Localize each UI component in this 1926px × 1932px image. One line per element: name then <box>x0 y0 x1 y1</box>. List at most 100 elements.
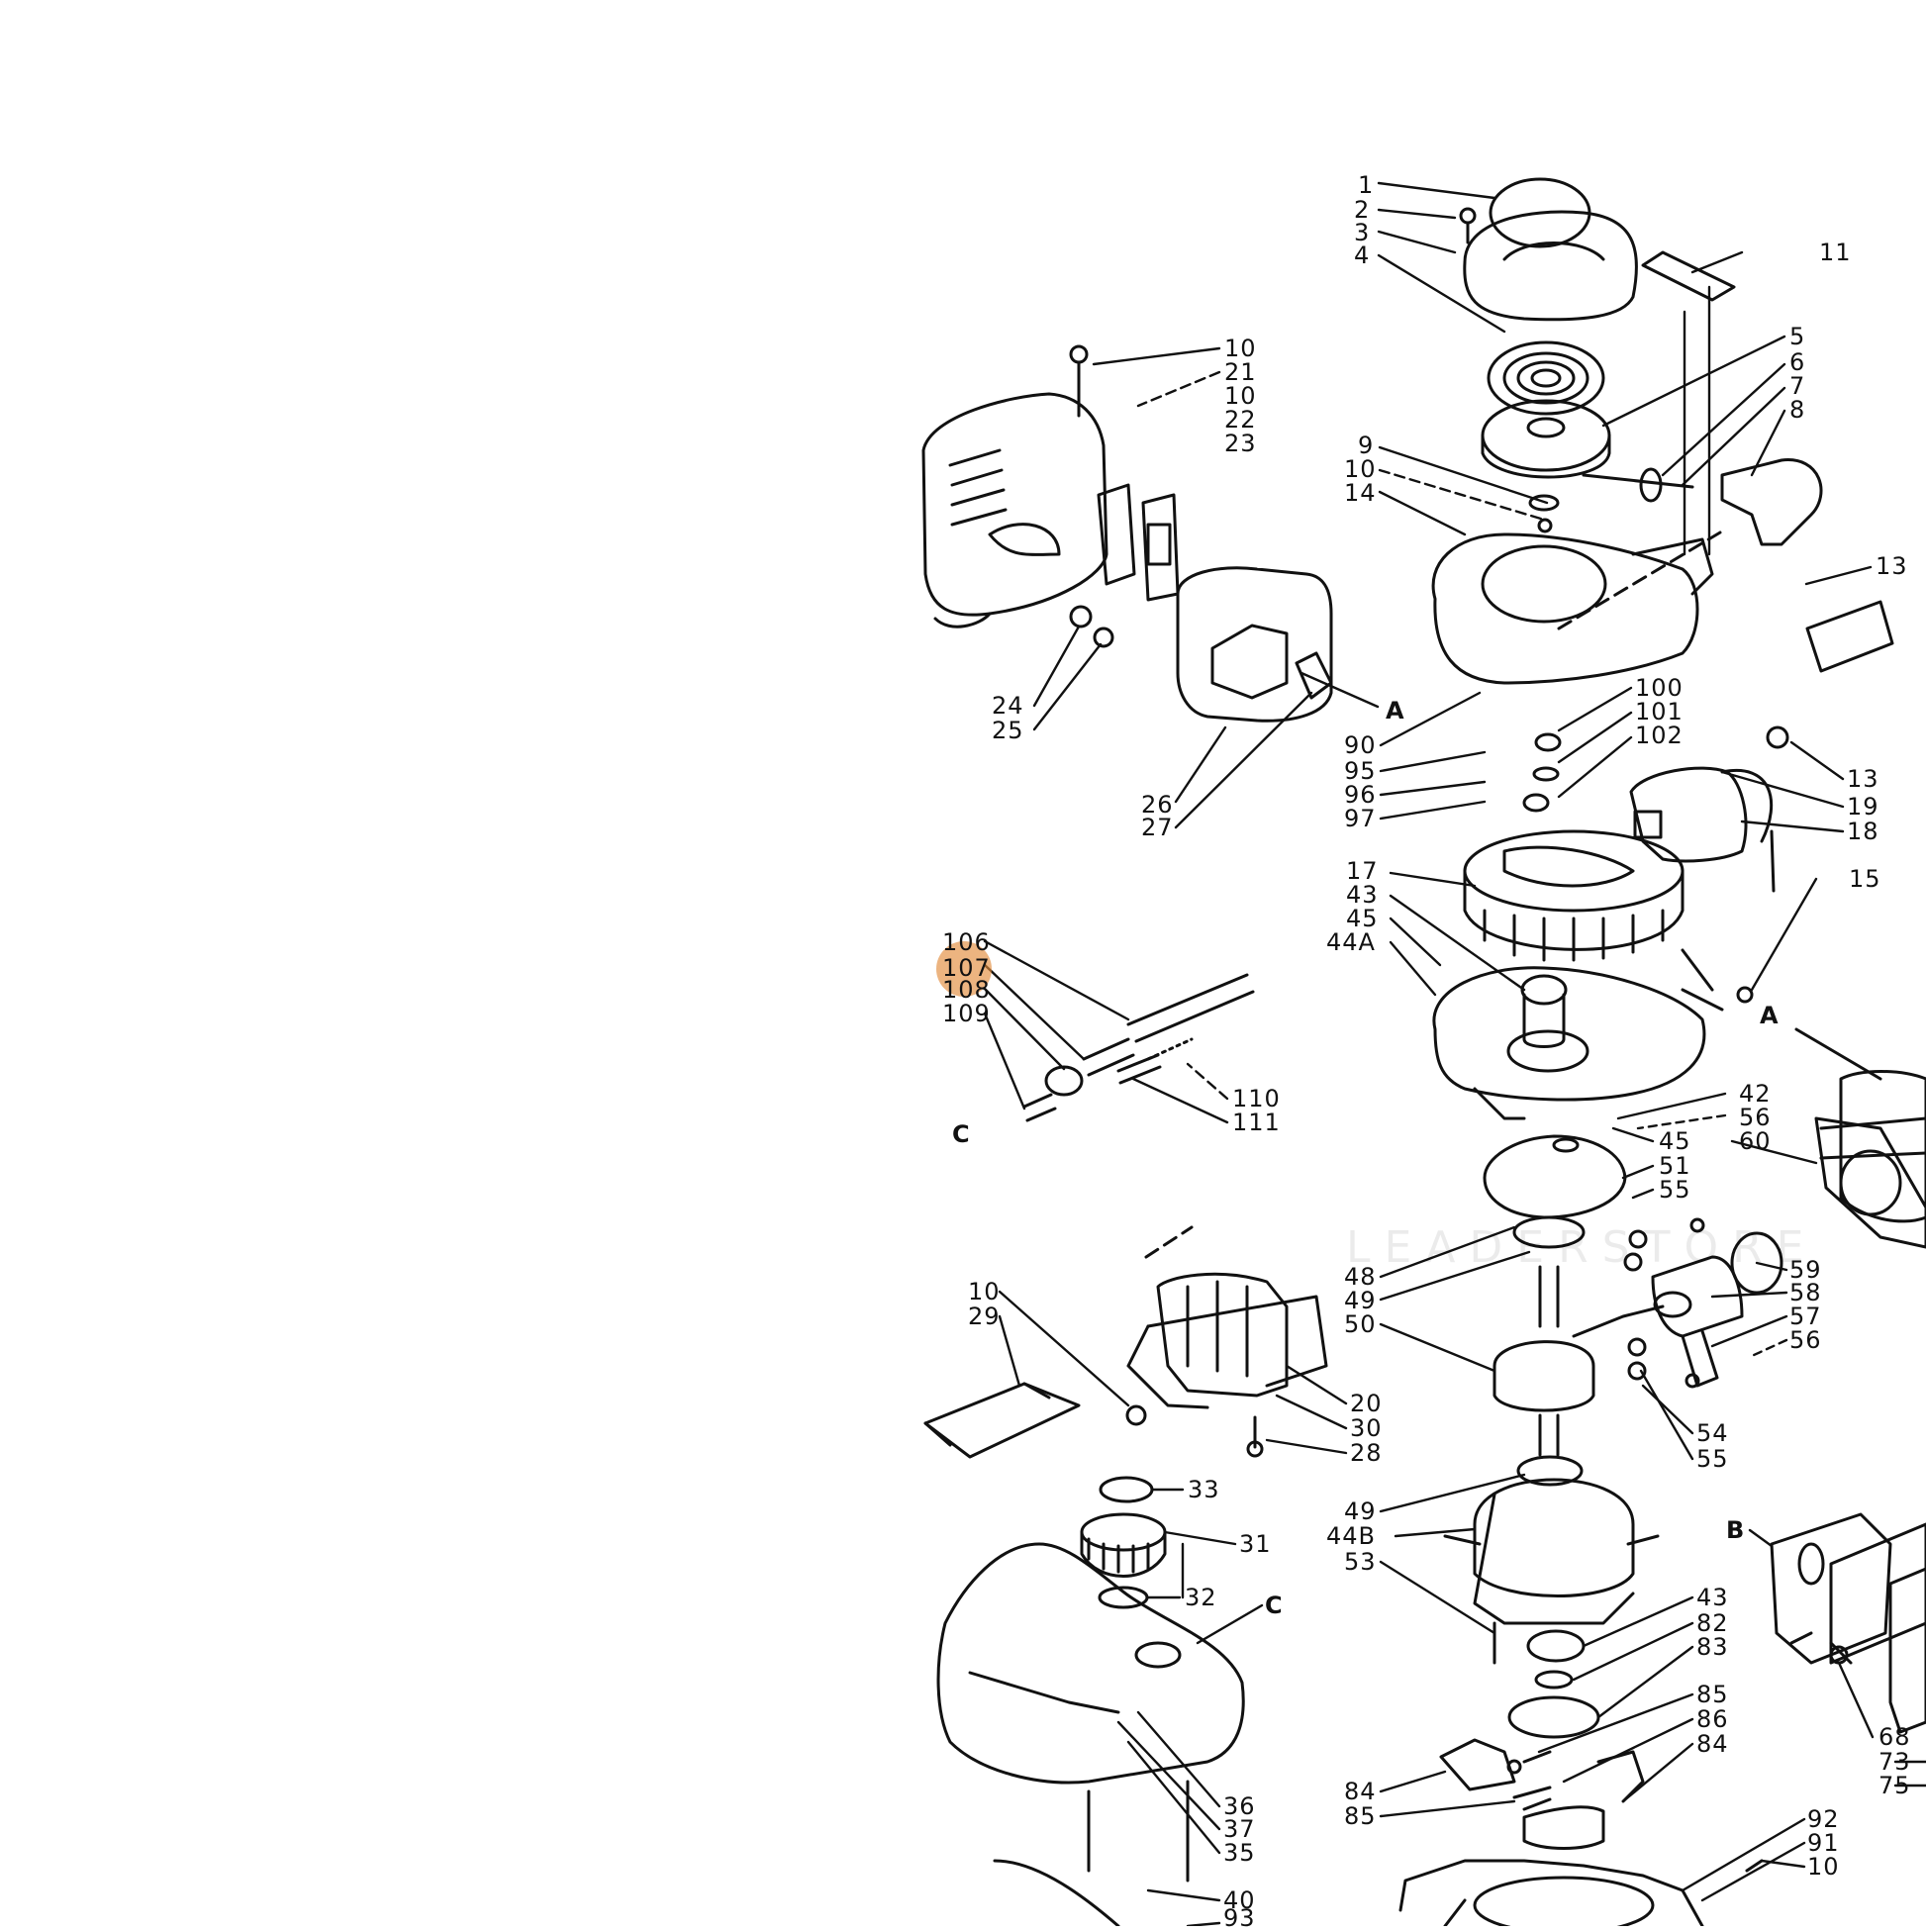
callout-A-2: A <box>1760 1002 1780 1029</box>
cylinder-gasket <box>1814 1116 1926 1249</box>
callout-10-c: 10 <box>1224 382 1257 410</box>
callout-100: 100 <box>1635 674 1684 702</box>
callout-51: 51 <box>1659 1152 1691 1180</box>
callout-91: 91 <box>1807 1829 1840 1857</box>
callout-44B: 44B <box>1326 1522 1377 1550</box>
callout-2: 2 <box>1354 196 1371 224</box>
callout-45-a: 45 <box>1346 905 1379 932</box>
callout-31: 31 <box>1239 1530 1272 1558</box>
callout-6: 6 <box>1789 348 1806 376</box>
callout-59: 59 <box>1789 1256 1822 1284</box>
callout-40: 40 <box>1223 1886 1256 1914</box>
callout-102: 102 <box>1635 722 1684 749</box>
callout-21: 21 <box>1224 358 1257 386</box>
callout-28: 28 <box>1350 1439 1383 1467</box>
callout-96: 96 <box>1344 781 1377 809</box>
callout-22: 22 <box>1224 406 1257 434</box>
callout-9: 9 <box>1358 432 1375 459</box>
callout-27: 27 <box>1141 814 1174 841</box>
recoil-spring <box>1487 340 1605 416</box>
rope-pulley <box>1481 399 1694 489</box>
callout-13-b: 13 <box>1847 765 1879 793</box>
carburetor <box>1770 1512 1926 1734</box>
callout-95: 95 <box>1344 757 1377 785</box>
crankcase-half-51 <box>1483 1134 1627 1219</box>
callout-85-b: 85 <box>1344 1802 1377 1830</box>
callout-48: 48 <box>1344 1263 1377 1291</box>
callout-13-a: 13 <box>1876 552 1908 580</box>
callout-106: 106 <box>942 928 991 956</box>
callout-109: 109 <box>942 1000 991 1027</box>
callout-49-b: 49 <box>1344 1497 1377 1525</box>
callout-10-a: 10 <box>1344 455 1377 483</box>
callout-1: 1 <box>1358 171 1375 199</box>
callout-92: 92 <box>1807 1805 1840 1833</box>
callout-43-b: 43 <box>1696 1584 1729 1611</box>
watermark: LEADERSTORE <box>1346 1222 1818 1273</box>
cylinder <box>1794 1027 1926 1223</box>
callout-18: 18 <box>1847 818 1879 845</box>
callout-111: 111 <box>1232 1109 1281 1136</box>
callout-55-b: 55 <box>1696 1445 1729 1473</box>
callout-26: 26 <box>1141 791 1174 819</box>
callout-97: 97 <box>1344 805 1377 832</box>
starter-cover <box>1459 177 1638 322</box>
callout-75: 75 <box>1878 1772 1911 1799</box>
callout-53: 53 <box>1344 1548 1377 1576</box>
muffler-gasket <box>1097 483 1180 602</box>
callout-84-b: 84 <box>1344 1778 1377 1805</box>
callout-44A: 44A <box>1326 928 1376 956</box>
fuel-line-group <box>1022 973 1255 1122</box>
callout-85-a: 85 <box>1696 1681 1729 1708</box>
callout-3: 3 <box>1354 219 1371 246</box>
starter-handle <box>1639 458 1823 546</box>
highlight-marker[interactable] <box>936 941 992 997</box>
callout-24: 24 <box>992 692 1024 720</box>
crankshaft <box>1493 1215 1692 1487</box>
callout-19: 19 <box>1847 793 1879 821</box>
callout-107[interactable]: 107 <box>942 954 991 982</box>
piston <box>1623 1217 1783 1389</box>
callout-33: 33 <box>1188 1476 1220 1503</box>
callout-C-1: C <box>952 1120 971 1148</box>
callout-84-a: 84 <box>1696 1730 1729 1758</box>
fuel-tank <box>936 1542 1245 1926</box>
callout-7: 7 <box>1789 372 1806 400</box>
callout-82: 82 <box>1696 1609 1729 1637</box>
clutch-parts <box>1439 1629 1645 1850</box>
callout-56-b: 56 <box>1789 1326 1822 1354</box>
callout-A-1: A <box>1386 697 1405 724</box>
callout-10-e: 10 <box>1807 1853 1840 1881</box>
callout-14: 14 <box>1344 479 1377 507</box>
callout-35: 35 <box>1223 1839 1256 1867</box>
callout-29: 29 <box>968 1303 1001 1330</box>
callout-50: 50 <box>1344 1310 1377 1338</box>
callout-8: 8 <box>1789 396 1806 424</box>
decal-12 <box>1805 600 1894 673</box>
callout-17: 17 <box>1346 857 1379 885</box>
decal-11 <box>1641 250 1736 302</box>
callout-5: 5 <box>1789 323 1806 350</box>
callout-11: 11 <box>1819 239 1852 266</box>
callout-108: 108 <box>942 976 991 1004</box>
callout-10-b: 10 <box>1224 335 1257 362</box>
callout-42: 42 <box>1739 1080 1772 1108</box>
callout-37: 37 <box>1223 1815 1256 1843</box>
flywheel <box>1463 732 1685 962</box>
clutch-housing <box>1398 1859 1764 1926</box>
callout-54: 54 <box>1696 1419 1729 1447</box>
callout-60: 60 <box>1739 1127 1772 1155</box>
callout-93: 93 <box>1223 1904 1256 1932</box>
callout-25: 25 <box>992 717 1024 744</box>
callout-10-d: 10 <box>968 1278 1001 1305</box>
callout-101: 101 <box>1635 698 1684 725</box>
hand-grip <box>923 1382 1147 1459</box>
callout-55-a: 55 <box>1659 1176 1691 1204</box>
callout-57: 57 <box>1789 1303 1822 1330</box>
callout-68: 68 <box>1878 1723 1911 1751</box>
callout-C-2: C <box>1265 1592 1284 1619</box>
callout-86: 86 <box>1696 1705 1729 1733</box>
muffler-cover <box>921 344 1108 628</box>
muffler <box>1176 566 1333 723</box>
